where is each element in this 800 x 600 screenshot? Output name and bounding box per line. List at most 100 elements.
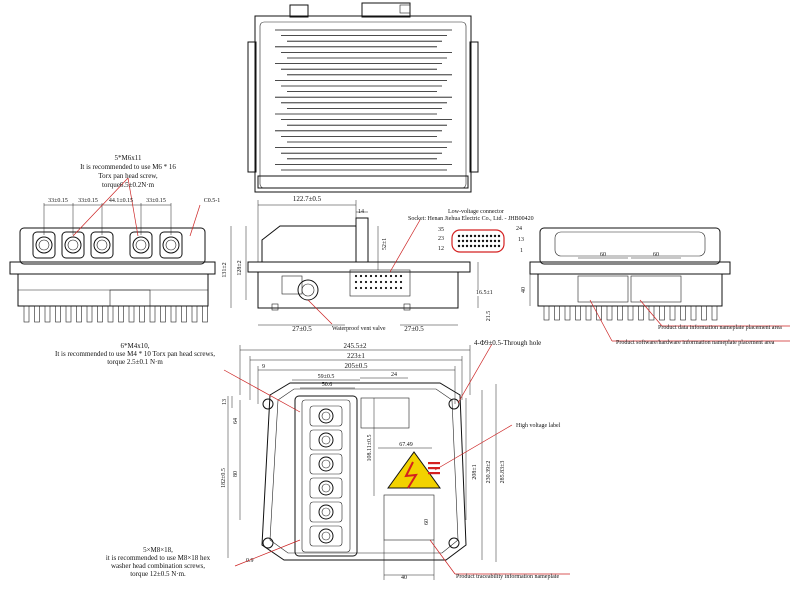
note-high-voltage-label: High voltage label bbox=[516, 423, 561, 429]
pin-label-12: 12 bbox=[438, 246, 444, 252]
nameplate-area-traceability bbox=[383, 494, 435, 541]
dim-rear-60-right: 60 bbox=[653, 252, 659, 258]
mount-hole-2 bbox=[448, 398, 460, 410]
fin-tooth bbox=[606, 305, 613, 321]
fin-tooth bbox=[181, 305, 187, 323]
fin-tooth bbox=[701, 305, 707, 321]
connector-pin bbox=[399, 274, 403, 278]
fin-tooth bbox=[160, 305, 166, 323]
fin-tooth bbox=[585, 305, 592, 321]
port-socket bbox=[318, 480, 334, 496]
note-product-sw-nameplate: Product software/hardware information na… bbox=[616, 339, 775, 346]
connector-pin bbox=[359, 286, 363, 290]
connector-pin bbox=[364, 280, 368, 284]
connector-pin bbox=[369, 280, 373, 284]
connector-pin bbox=[457, 244, 461, 248]
connector-pin bbox=[465, 239, 469, 243]
note-front-screws-torque: torque6.5±0.2N·m bbox=[102, 181, 155, 189]
port-socket bbox=[318, 432, 334, 448]
connector-pin bbox=[364, 286, 368, 290]
pin-label-13: 13 bbox=[518, 237, 524, 243]
dim-bottom-59: 59±0.5 bbox=[318, 374, 335, 380]
high-voltage-label bbox=[387, 451, 441, 489]
connector-pin bbox=[469, 234, 473, 238]
dim-front-pitch-2: 33±0.15 bbox=[78, 198, 98, 204]
note-hex-screws-recommend: it is recommended to use M8×18 hex bbox=[106, 554, 211, 562]
connector-pin bbox=[481, 234, 485, 238]
port-housing bbox=[309, 501, 343, 523]
dim-bottom-223: 223±1 bbox=[347, 352, 365, 360]
connector-pin bbox=[477, 239, 481, 243]
note-bottom-screws-qty: 6*M4x10, bbox=[121, 342, 150, 350]
connector-pin bbox=[399, 286, 403, 290]
dim-side-52: 52±1 bbox=[382, 238, 388, 250]
connector-pin bbox=[457, 234, 461, 238]
fin-tooth bbox=[76, 305, 82, 323]
fin-tooth bbox=[627, 305, 634, 321]
dim-side-21-5: 21.5 bbox=[486, 311, 492, 322]
connector-pin bbox=[493, 244, 497, 248]
port-pin bbox=[321, 435, 331, 445]
connector-pin bbox=[394, 286, 398, 290]
fin-tooth bbox=[554, 305, 560, 321]
front-view: 33±0.15 33±0.15 44.1±0.15 33±0.15 C0.5-1… bbox=[9, 154, 220, 323]
dim-bottom-208: 208±1 bbox=[472, 464, 478, 479]
dim-bottom-245: 245.5±2 bbox=[343, 342, 367, 350]
connector-pin bbox=[485, 239, 489, 243]
nameplate-area-data bbox=[630, 275, 682, 303]
note-front-screws-qty: 5*M6x11 bbox=[115, 154, 142, 162]
connector-pin bbox=[477, 244, 481, 248]
fin-tooth bbox=[191, 305, 198, 323]
top-view bbox=[247, 2, 479, 193]
fin-tooth bbox=[118, 305, 124, 323]
dim-side-14: 14 bbox=[358, 209, 364, 215]
fin-tooth bbox=[97, 305, 103, 323]
connector-pin bbox=[379, 274, 383, 278]
port-pin bbox=[321, 483, 331, 493]
dim-side-131: 131±2 bbox=[222, 262, 228, 277]
note-waterproof-valve: Waterproof vent valve bbox=[332, 325, 386, 332]
connector-pin bbox=[477, 234, 481, 238]
hv-port-2 bbox=[61, 231, 85, 259]
fin-tooth bbox=[44, 305, 51, 323]
dim-bottom-0-9: 0.9 bbox=[246, 558, 254, 564]
fin-tooth bbox=[659, 305, 665, 321]
port-housing bbox=[309, 525, 343, 547]
port-pin bbox=[321, 507, 331, 517]
port-pin bbox=[321, 411, 331, 421]
dim-bottom-205: 205±0.5 bbox=[344, 362, 368, 370]
connector-pin bbox=[389, 286, 393, 290]
dim-side-27-left: 27±0.5 bbox=[292, 325, 312, 333]
note-front-screws-recommend: It is recommended to use M6 * 16 bbox=[80, 163, 176, 171]
dim-bottom-40: 40 bbox=[401, 575, 407, 581]
fin-tooth bbox=[107, 305, 114, 323]
connector-pin bbox=[461, 234, 465, 238]
dim-bottom-64: 64 bbox=[233, 418, 239, 424]
lv-connector-side bbox=[349, 269, 411, 297]
connector-pin bbox=[354, 274, 358, 278]
dim-rear-40: 40 bbox=[521, 287, 527, 293]
mount-hole-1 bbox=[262, 398, 274, 410]
note-hex-screws-qty: 5×M8×18, bbox=[143, 546, 173, 554]
dim-rear-60-left: 60 bbox=[600, 252, 606, 258]
note-traceability-nameplate: Product traceability information namepla… bbox=[456, 573, 559, 580]
fin-tooth bbox=[23, 305, 30, 323]
connector-pin bbox=[497, 234, 501, 238]
dim-front-pitch-4: 33±0.15 bbox=[146, 198, 166, 204]
bottom-view: 245.5±2 223±1 205±0.5 9 59±0.5 24 50.6 1… bbox=[55, 339, 570, 581]
lv-connector-pinout: 35 24 23 13 12 1 bbox=[438, 226, 524, 254]
rear-view: 60 60 40 Product data information namepl… bbox=[521, 227, 790, 346]
connector-pin bbox=[461, 244, 465, 248]
note-bottom-screws-recommend: It is recommended to use M4 * 10 Torx pa… bbox=[55, 350, 215, 358]
connector-pin bbox=[399, 280, 403, 284]
connector-pin bbox=[379, 280, 383, 284]
connector-pin bbox=[374, 280, 378, 284]
connector-pin bbox=[497, 244, 501, 248]
side-view: 122.7±0.5 14 131±2 128±2 52±1 27±0.5 27±… bbox=[222, 195, 534, 333]
connector-pin bbox=[473, 234, 477, 238]
fin-tooth bbox=[128, 305, 135, 323]
note-front-screws-type: Torx pan head screw, bbox=[98, 172, 158, 180]
connector-pin bbox=[374, 274, 378, 278]
connector-pin bbox=[485, 244, 489, 248]
